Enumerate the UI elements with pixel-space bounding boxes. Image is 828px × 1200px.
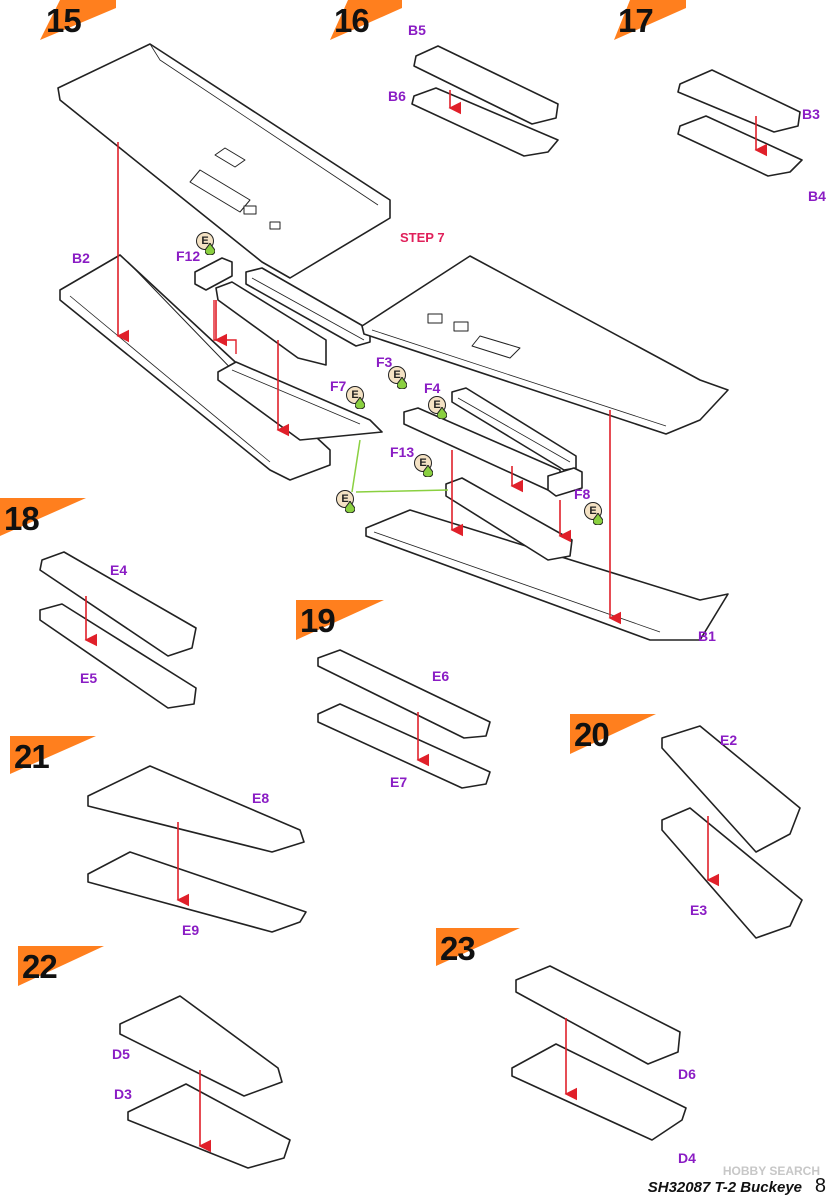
label-b4: B4 — [808, 188, 826, 204]
glue-icon: E — [428, 396, 450, 422]
label-d3: D3 — [114, 1086, 132, 1102]
part-e8 — [87, 765, 305, 853]
label-e9: E9 — [182, 922, 200, 938]
part-e7 — [317, 703, 491, 789]
part-f12 — [194, 257, 233, 291]
label-b3: B3 — [802, 106, 820, 122]
label-f8: F8 — [574, 486, 591, 502]
label-b2: B2 — [72, 250, 90, 266]
part-b5 — [413, 45, 559, 125]
step-number-23: 23 — [440, 930, 476, 967]
glue-icon: E — [336, 490, 358, 516]
watermark: HOBBY SEARCH — [722, 1164, 820, 1178]
glue-icon: E — [388, 366, 410, 392]
part-e2 — [661, 725, 801, 853]
label-b5: B5 — [408, 22, 426, 38]
step-number-21: 21 — [14, 738, 50, 775]
part-f8 — [547, 467, 583, 497]
label-b1: B1 — [698, 628, 716, 644]
right-wing-upper-part — [361, 255, 729, 435]
label-f3: F3 — [376, 354, 393, 370]
label-f13: F13 — [390, 444, 415, 460]
step-number-18: 18 — [4, 500, 40, 537]
part-d4 — [511, 1043, 687, 1141]
spar-left-f7 — [215, 281, 327, 366]
label-e7: E7 — [390, 774, 408, 790]
label-d4: D4 — [678, 1150, 696, 1166]
label-f4: F4 — [424, 380, 441, 396]
label-d6: D6 — [678, 1066, 696, 1082]
step-number-20: 20 — [574, 716, 610, 753]
label-f7: F7 — [330, 378, 347, 394]
label-b6: B6 — [388, 88, 406, 104]
part-b4 — [677, 115, 803, 177]
step-flags — [0, 0, 686, 986]
label-e4: E4 — [110, 562, 128, 578]
part-d6 — [515, 965, 681, 1065]
label-e5: E5 — [80, 670, 98, 686]
label-d5: D5 — [112, 1046, 130, 1062]
glue-icon: E — [346, 386, 368, 412]
step-number-22: 22 — [22, 948, 58, 985]
spar-right-f4 — [451, 387, 577, 471]
part-e3 — [661, 807, 803, 939]
glue-icon: E — [414, 454, 436, 480]
wheel-well-right — [445, 477, 573, 561]
label-e8: E8 — [252, 790, 270, 806]
step-number-16: 16 — [334, 2, 370, 39]
part-e5 — [39, 603, 197, 709]
label-e2: E2 — [720, 732, 738, 748]
part-d3 — [127, 1083, 291, 1169]
step-number-19: 19 — [300, 602, 336, 639]
label-f12: F12 — [176, 248, 201, 264]
glue-icon: E — [196, 232, 218, 258]
part-d5 — [119, 995, 283, 1097]
part-e6 — [317, 649, 491, 739]
label-e3: E3 — [690, 902, 708, 918]
glue-icon: E — [584, 502, 606, 528]
page-number: 8 — [814, 1175, 826, 1197]
part-e9 — [87, 851, 307, 933]
step-title: STEP 7 — [400, 230, 445, 245]
part-b3 — [677, 69, 801, 133]
step-number-17: 17 — [618, 2, 654, 39]
kit-name: SH32087 T-2 Buckeye — [647, 1179, 802, 1196]
label-e6: E6 — [432, 668, 450, 684]
left-wing-upper-part — [57, 43, 391, 279]
step-number-15: 15 — [46, 2, 82, 39]
part-e4 — [39, 551, 197, 657]
left-wing-lower-part-b2 — [59, 254, 331, 481]
